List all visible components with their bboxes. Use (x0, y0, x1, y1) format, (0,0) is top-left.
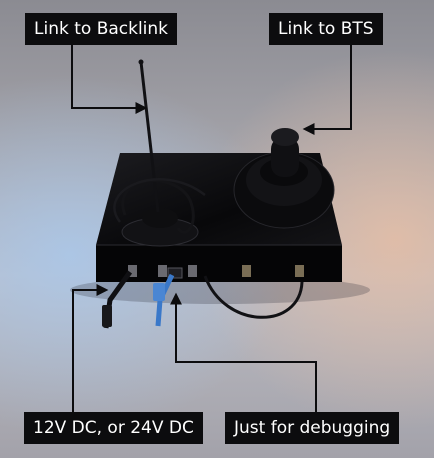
antenna-cable (203, 275, 304, 319)
port-connector (188, 265, 197, 277)
power-cable (102, 270, 133, 329)
ethernet-cable (153, 273, 175, 327)
callout-line-power (72, 284, 109, 412)
callout-line-backlink (71, 36, 148, 114)
port-connector (242, 265, 251, 277)
bts-antenna (233, 128, 335, 229)
label-debug-port: Just for debugging (225, 412, 400, 444)
label-power-input: 12V DC, or 24V DC (24, 412, 203, 444)
label-link-to-backlink: Link to Backlink (25, 13, 178, 45)
port-connector (128, 265, 137, 277)
callout-line-debug (170, 292, 317, 412)
backlink-antenna (113, 59, 206, 247)
callout-line-bts (302, 36, 352, 135)
port-connector (295, 265, 304, 277)
ethernet-port (167, 267, 183, 279)
port-connector (158, 265, 167, 277)
label-link-to-bts: Link to BTS (269, 13, 383, 45)
